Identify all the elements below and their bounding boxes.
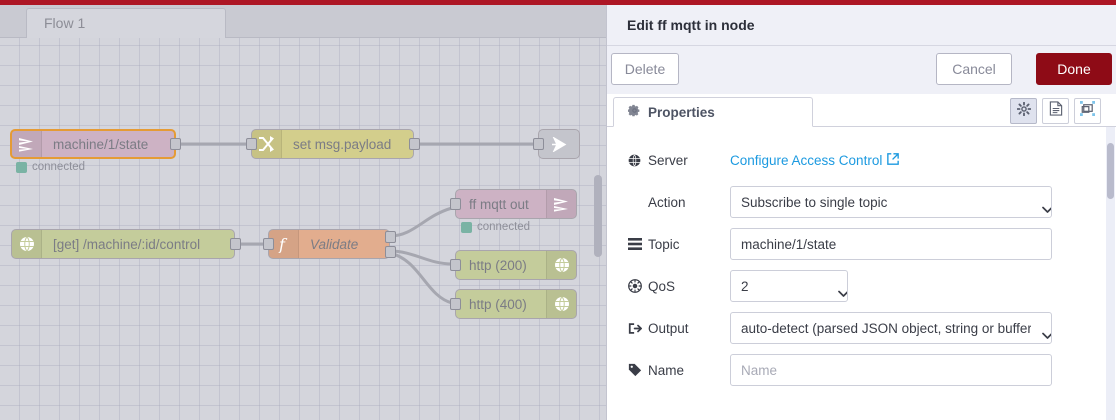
done-button[interactable]: Done <box>1036 53 1112 85</box>
flow-node-label: ff mqtt out <box>469 196 529 212</box>
flow-node-http-400[interactable]: http (400) <box>455 289 577 319</box>
delete-button[interactable]: Delete <box>611 53 679 85</box>
function-icon: f <box>269 230 299 258</box>
output-select-value: auto-detect (parsed JSON object, string … <box>741 320 1031 336</box>
edit-node-panel: Edit ff mqtt in node Delete Cancel Done … <box>606 5 1116 420</box>
flow-tab-bar: Flow 1 <box>0 5 606 38</box>
mqtt-icon <box>546 190 576 218</box>
gear-icon <box>628 104 641 120</box>
form-row-output: Output auto-detect (parsed JSON object, … <box>607 307 1104 349</box>
panel-tab-strip: Properties <box>607 94 1116 127</box>
flow-node-function[interactable]: f Validate <box>268 229 390 259</box>
flow-node-port-input[interactable] <box>533 138 544 150</box>
flow-node-label: [get] /machine/:id/control <box>53 236 201 252</box>
properties-icon-button[interactable] <box>1010 98 1037 124</box>
flow-node-port-output[interactable] <box>409 138 420 150</box>
flow-node-port-input[interactable] <box>450 298 461 310</box>
globe-icon <box>546 251 576 279</box>
qos-select-value: 2 <box>741 278 749 294</box>
debug-icon <box>544 130 574 158</box>
target-icon <box>627 279 642 293</box>
flow-node-port-input[interactable] <box>450 198 461 210</box>
flow-tab-label: Flow 1 <box>44 15 86 31</box>
list-icon <box>627 238 642 250</box>
panel-title: Edit ff mqtt in node <box>607 5 1116 46</box>
qos-label: QoS <box>627 279 730 294</box>
app-top-accent-bar <box>0 0 1116 5</box>
appearance-icon-button[interactable] <box>1074 98 1101 124</box>
form-row-name: Name Name <box>607 349 1104 391</box>
external-link-icon <box>887 152 900 168</box>
form-row-qos: QoS 2 <box>607 265 1104 307</box>
flow-node-label: http (200) <box>469 257 527 273</box>
panel-toolbar: Delete Cancel Done <box>607 46 1116 94</box>
flow-node-mqtt-in[interactable]: machine/1/state <box>10 129 176 159</box>
flow-node-label: machine/1/state <box>53 136 149 152</box>
flow-canvas[interactable] <box>0 38 606 420</box>
flow-node-port-output[interactable] <box>230 238 241 250</box>
panel-scrollbar-track[interactable] <box>1106 127 1115 420</box>
status-label-mqtt-out: connected <box>477 221 531 233</box>
flow-node-label: Validate <box>310 236 359 252</box>
svg-text:f: f <box>278 236 288 253</box>
properties-form: Server Configure Access Control Action S… <box>607 127 1104 420</box>
status-label-mqtt-in: connected <box>32 161 86 173</box>
flow-node-http-in[interactable]: [get] /machine/:id/control <box>11 229 235 259</box>
output-label: Output <box>627 321 730 336</box>
status-indicator-mqtt-out <box>461 222 472 233</box>
globe-icon <box>627 154 642 167</box>
status-indicator-mqtt-in <box>16 162 27 173</box>
topic-input[interactable]: machine/1/state <box>730 228 1052 260</box>
configure-access-control-text: Configure Access Control <box>730 152 883 168</box>
flow-node-port-input[interactable] <box>263 238 274 250</box>
flow-node-label: http (400) <box>469 296 527 312</box>
flow-node-change[interactable]: set msg.payload <box>251 129 414 159</box>
flow-wires <box>176 142 540 305</box>
flow-node-port-output[interactable] <box>170 138 181 150</box>
name-input-placeholder: Name <box>741 362 778 378</box>
globe-icon <box>12 230 42 258</box>
name-label: Name <box>627 363 730 378</box>
output-select[interactable]: auto-detect (parsed JSON object, string … <box>730 312 1052 344</box>
flow-node-mqtt-out[interactable]: ff mqtt out <box>455 189 577 219</box>
flow-node-port-output-2[interactable] <box>385 246 396 258</box>
form-row-action: Action Subscribe to single topic <box>607 181 1104 223</box>
flow-node-port-input[interactable] <box>246 138 257 150</box>
action-label: Action <box>648 194 686 210</box>
flow-node-debug[interactable] <box>538 129 580 159</box>
flow-tab-flow-1[interactable]: Flow 1 <box>26 8 226 38</box>
document-icon <box>1049 101 1063 121</box>
server-label: Server <box>627 153 730 168</box>
flow-node-http-200[interactable]: http (200) <box>455 250 577 280</box>
canvas-scrollbar-thumb[interactable] <box>594 175 602 257</box>
cancel-button[interactable]: Cancel <box>936 53 1012 85</box>
tag-icon <box>627 363 642 377</box>
tab-properties[interactable]: Properties <box>613 97 813 127</box>
topic-label: Topic <box>627 237 730 252</box>
configure-access-control-link[interactable]: Configure Access Control <box>730 152 900 168</box>
action-select-value: Subscribe to single topic <box>741 194 888 210</box>
sign-out-icon <box>627 322 642 335</box>
appearance-icon <box>1080 101 1095 121</box>
panel-scrollbar-thumb[interactable] <box>1107 143 1114 199</box>
flow-node-port-output-1[interactable] <box>385 231 396 243</box>
flow-workspace: Flow 1 machine/1/state connected <box>0 5 606 420</box>
tab-properties-label: Properties <box>648 104 715 120</box>
shuffle-icon <box>252 130 282 158</box>
globe-icon <box>546 290 576 318</box>
flow-node-port-input[interactable] <box>450 259 461 271</box>
mqtt-icon <box>12 131 42 157</box>
name-input[interactable]: Name <box>730 354 1052 386</box>
action-select[interactable]: Subscribe to single topic <box>730 186 1052 218</box>
topic-input-value: machine/1/state <box>741 236 837 252</box>
description-icon-button[interactable] <box>1042 98 1069 124</box>
gear-icon <box>1016 101 1031 121</box>
qos-select[interactable]: 2 <box>730 270 848 302</box>
form-row-server: Server Configure Access Control <box>607 139 1104 181</box>
form-row-topic: Topic machine/1/state <box>607 223 1104 265</box>
flow-node-label: set msg.payload <box>293 136 392 152</box>
